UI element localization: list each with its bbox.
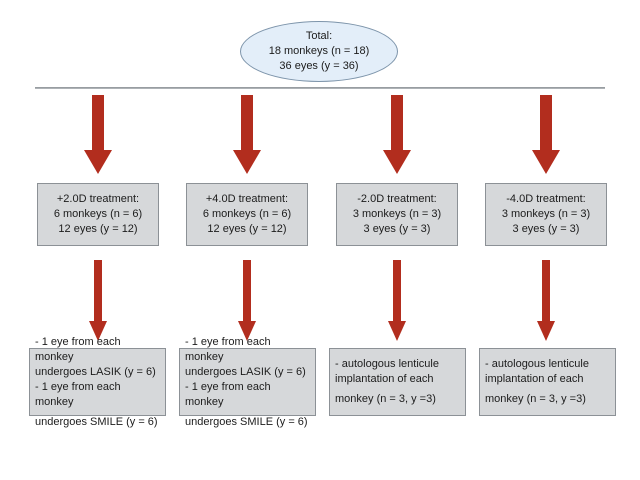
procedure-line: - 1 eye from each monkey [35,335,121,363]
procedure-line: monkey (n = 3, y =3) [335,393,436,405]
procedure-line: - autologous lenticule [485,358,589,370]
treatment-line: 3 monkeys (n = 3) [352,208,442,220]
procedure-line: - 1 eye from each monkey [185,335,271,363]
procedure-line: - autologous lenticule [335,358,439,370]
treatment-box-plus4d: +4.0D treatment: 6 monkeys (n = 6) 12 ey… [186,183,308,246]
arrow-down-icon [84,95,112,174]
arrow-shaft [243,260,251,321]
arrow-head [383,150,411,174]
procedure-box-lasik-smile: - 1 eye from each monkey undergoes LASIK… [179,336,316,428]
procedure-box-lenticule: - autologous lenticule implantation of e… [329,348,466,416]
arrow-shaft [391,95,403,150]
arrow-shaft [393,260,401,321]
treatment-box-plus2d: +2.0D treatment: 6 monkeys (n = 6) 12 ey… [37,183,159,246]
treatment-line: 3 eyes (y = 3) [363,223,431,235]
arrow-down-icon [383,95,411,174]
arrow-down-icon [233,95,261,174]
arrow-shaft [241,95,253,150]
arrow-down-icon [388,260,406,341]
arrow-head [238,321,256,341]
treatment-line: 12 eyes (y = 12) [58,223,138,235]
total-line: 36 eyes (y = 36) [279,60,359,72]
arrow-down-icon [89,260,107,341]
procedure-box-lenticule: - autologous lenticule implantation of e… [479,348,616,416]
procedure-line: monkey (n = 3, y =3) [485,393,586,405]
procedure-line: undergoes SMILE (y = 6) [35,415,158,428]
treatment-line: +4.0D treatment: [205,193,289,205]
arrow-head [233,150,261,174]
arrow-down-icon [238,260,256,341]
arrow-shaft [92,95,104,150]
treatment-line: -2.0D treatment: [357,193,437,205]
arrow-down-icon [537,260,555,341]
total-line: 18 monkeys (n = 18) [268,45,370,57]
procedure-line: undergoes LASIK (y = 6) [35,365,156,378]
arrow-head [84,150,112,174]
procedure-line: - 1 eye from each monkey [185,380,271,408]
treatment-line: 12 eyes (y = 12) [207,223,287,235]
arrow-head [388,321,406,341]
divider-line [35,87,605,89]
procedure-line: undergoes LASIK (y = 6) [185,365,306,378]
arrow-down-icon [532,95,560,174]
arrow-shaft [94,260,102,321]
treatment-line: 3 monkeys (n = 3) [501,208,591,220]
treatment-line: 6 monkeys (n = 6) [53,208,143,220]
procedure-box-lasik-smile: - 1 eye from each monkey undergoes LASIK… [29,336,166,428]
arrow-shaft [542,260,550,321]
treatment-box-minus2d: -2.0D treatment: 3 monkeys (n = 3) 3 eye… [336,183,458,246]
arrow-head [537,321,555,341]
treatment-line: -4.0D treatment: [506,193,586,205]
treatment-line: +2.0D treatment: [56,193,140,205]
procedure-line: implantation of each [485,373,584,385]
procedure-line: implantation of each [335,373,434,385]
total-line: Total: [305,30,333,42]
arrow-head [89,321,107,341]
treatment-line: 6 monkeys (n = 6) [202,208,292,220]
arrow-shaft [540,95,552,150]
procedure-line: - 1 eye from each monkey [35,380,121,408]
arrow-head [532,150,560,174]
treatment-line: 3 eyes (y = 3) [512,223,580,235]
procedure-line: undergoes SMILE (y = 6) [185,415,308,428]
treatment-box-minus4d: -4.0D treatment: 3 monkeys (n = 3) 3 eye… [485,183,607,246]
total-node: Total: 18 monkeys (n = 18) 36 eyes (y = … [240,21,398,82]
